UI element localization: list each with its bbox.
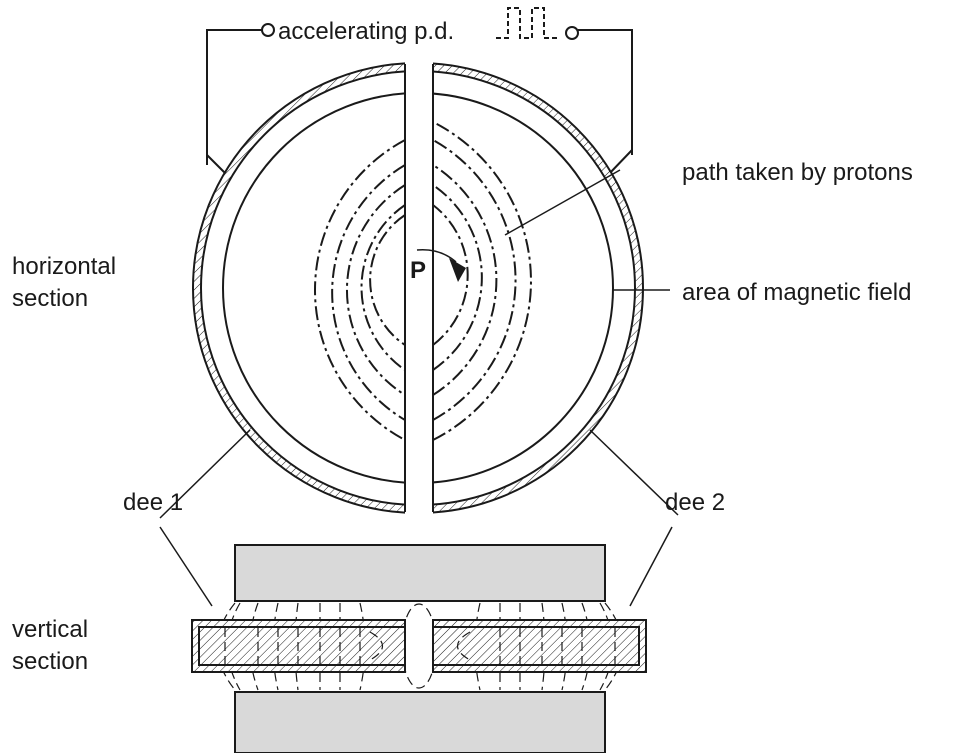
dee1-leader-bottom [159, 526, 213, 607]
path-leader-line [504, 169, 621, 236]
horizontal-label-line1: horizontal [12, 253, 116, 280]
magnetic-field-boundary [222, 92, 614, 484]
square-wave-symbol [496, 7, 558, 39]
magnet-bottom [234, 691, 606, 753]
start-curve [416, 249, 457, 263]
dee-1-outline [192, 62, 406, 514]
dee1-leader-top [159, 429, 251, 519]
dee-2-cross-section [432, 619, 647, 673]
direction-arrow [449, 258, 466, 282]
horizontal-label-line2: section [12, 285, 88, 312]
vertical-section [191, 544, 647, 753]
terminal-right [565, 26, 579, 40]
dee-1-label: dee 1 [123, 489, 183, 516]
magnet-top [234, 544, 606, 602]
dee2-leader-top [589, 429, 679, 516]
pd-circuit: accelerating p.d. [206, 7, 633, 181]
dee-2-outline [432, 62, 644, 514]
field-label: area of magnetic field [682, 279, 911, 306]
vertical-label-line1: vertical [12, 616, 88, 643]
accelerating-pd-label: accelerating p.d. [278, 18, 454, 45]
vertical-label-line2: section [12, 648, 88, 675]
dee2-leader-bottom [629, 526, 673, 607]
proton-path [314, 121, 532, 441]
terminal-left [261, 23, 275, 37]
point-p-label: P [410, 257, 426, 284]
path-label: path taken by protons [682, 159, 913, 186]
dee-2-label: dee 2 [665, 489, 725, 516]
